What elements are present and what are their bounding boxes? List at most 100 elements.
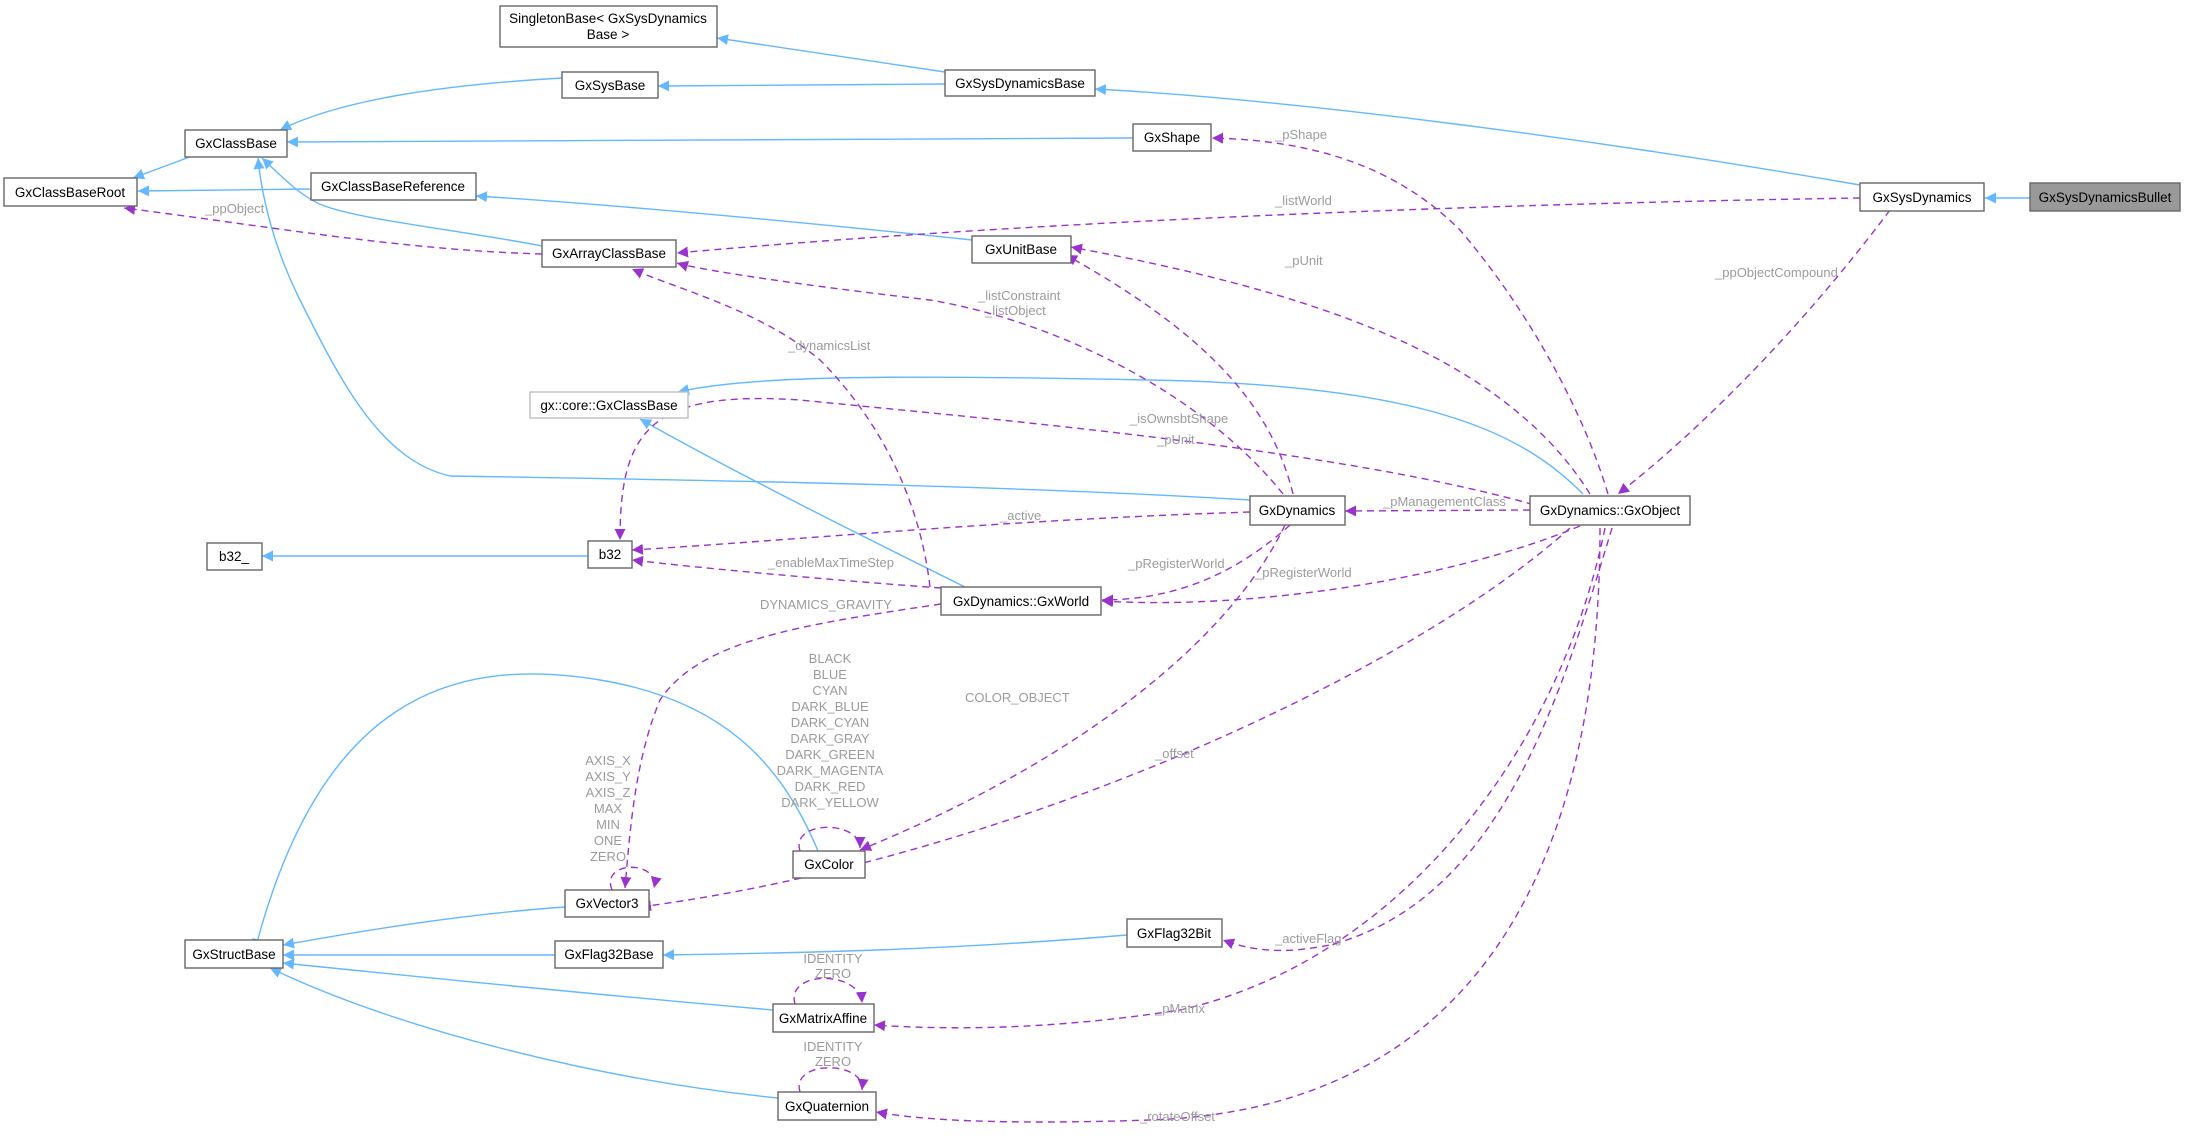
edge-offset [639, 527, 1571, 912]
node-gx-sys-dynamics-base[interactable]: GxSysDynamicsBase [944, 69, 1096, 97]
label-activeflag: _activeFlag [1274, 931, 1341, 946]
edge-listconstraint [676, 260, 1284, 495]
node-gx-dynamics-gx-world[interactable]: GxDynamics::GxWorld [940, 586, 1102, 616]
node-gx-flag32-bit[interactable]: GxFlag32Bit [1126, 918, 1223, 948]
edge-sysdynamicsbase-to-sysbase [657, 80, 946, 92]
edge-sysbase-to-classbase [279, 77, 563, 131]
edge-isownsbtshape [614, 397, 1546, 541]
svg-text:GxStructBase: GxStructBase [192, 947, 275, 962]
svg-text:GxDynamics::GxWorld: GxDynamics::GxWorld [953, 594, 1089, 609]
edge-quaternion-to-structbase [269, 967, 779, 1099]
edge-sysdynamics-to-sysdynamicsbase [1094, 84, 1861, 186]
edge-unitbase-to-classbaseref [475, 191, 973, 241]
label-pmatrix: _pMatrix [1154, 1001, 1205, 1016]
svg-text:b32_: b32_ [219, 549, 250, 564]
edge-classbase-to-root [132, 154, 196, 180]
edge-pregisterworld-1 [1101, 524, 1291, 606]
node-gx-dynamics-gx-object[interactable]: GxDynamics::GxObject [1529, 495, 1691, 526]
node-gx-sys-dynamics[interactable]: GxSysDynamics [1859, 182, 1985, 212]
svg-text:GxVector3: GxVector3 [575, 896, 638, 911]
node-gx-unit-base[interactable]: GxUnitBase [971, 235, 1072, 264]
svg-text:GxArrayClassBase: GxArrayClassBase [552, 246, 666, 261]
label-pshape: _pShape [1274, 127, 1327, 142]
label-pregisterworld-2: _pRegisterWorld [1254, 565, 1352, 580]
label-vector-const-6: ONE [594, 833, 623, 848]
label-color-const-5: DARK_CYAN [791, 715, 870, 730]
edge-color-self [798, 826, 866, 852]
svg-text:GxClassBaseRoot: GxClassBaseRoot [15, 185, 126, 200]
edge-color-object [859, 524, 1286, 851]
label-matrix-const-2: ZERO [815, 966, 851, 981]
svg-text:GxSysBase: GxSysBase [575, 78, 646, 93]
label-pregisterworld-1: _pRegisterWorld [1127, 556, 1225, 571]
edge-dynamics-to-classbase [253, 157, 1251, 501]
edge-dynamics-gravity [620, 603, 942, 889]
edge-pregisterworld-2 [1101, 525, 1581, 608]
label-punit-1: _pUnit [1284, 253, 1323, 268]
edge-enablemaxtimestep [631, 555, 942, 589]
node-gx-vector3[interactable]: GxVector3 [564, 889, 650, 918]
edge-arrayclassbase-to-classbase [261, 157, 543, 247]
svg-text:GxSysDynamicsBullet: GxSysDynamicsBullet [2039, 190, 2172, 205]
node-gx-struct-base[interactable]: GxStructBase [184, 939, 284, 969]
svg-text:GxShape: GxShape [1144, 130, 1200, 145]
node-gx-color[interactable]: GxColor [792, 850, 866, 879]
edge-ppobjectcompound [1617, 209, 1891, 495]
edge-flag32bit-to-flag32base [662, 934, 1128, 961]
edge-matrixaffine-self [793, 977, 867, 1005]
label-color-const-2: BLUE [813, 667, 847, 682]
label-color-const-7: DARK_GREEN [785, 747, 875, 762]
label-matrix-const-1: IDENTITY [803, 951, 863, 966]
label-color-const-1: BLACK [809, 651, 852, 666]
svg-text:GxDynamics: GxDynamics [1259, 503, 1336, 518]
label-vector-const-2: AXIS_Y [585, 769, 631, 784]
node-gx-sys-base[interactable]: GxSysBase [561, 71, 659, 99]
edge-ppobject [123, 203, 543, 255]
edge-punit-1 [1070, 243, 1591, 495]
edge-vector3-to-structbase [282, 906, 566, 949]
node-gx-flag32-base[interactable]: GxFlag32Base [554, 940, 664, 969]
node-b32[interactable]: b32 [587, 540, 633, 569]
label-quaternion-const-1: IDENTITY [803, 1039, 863, 1054]
label-color-object: COLOR_OBJECT [965, 690, 1070, 705]
edge-matrixaffine-to-structbase [282, 958, 774, 1011]
svg-text:GxDynamics::GxObject: GxDynamics::GxObject [1540, 503, 1681, 518]
label-isownsbtshape: _isOwnsbtShape [1129, 411, 1228, 426]
node-gx-core-class-base[interactable]: gx::core::GxClassBase [529, 391, 689, 419]
label-offset: _offset [1154, 746, 1194, 761]
label-rotateoffset: _rotateOffset [1139, 1109, 1215, 1124]
label-active: _active [999, 508, 1041, 523]
node-gx-shape[interactable]: GxShape [1132, 123, 1212, 152]
svg-text:GxSysDynamics: GxSysDynamics [1872, 190, 1971, 205]
node-singleton-base[interactable]: SingletonBase< GxSysDynamics Base > [499, 5, 718, 48]
node-gx-class-base[interactable]: GxClassBase [184, 129, 288, 158]
label-ppobject: _ppObject [204, 201, 265, 216]
node-gx-dynamics[interactable]: GxDynamics [1249, 495, 1346, 526]
edge-color-to-structbase [252, 673, 819, 951]
label-vector-const-4: MAX [594, 801, 623, 816]
svg-text:GxMatrixAffine: GxMatrixAffine [779, 1011, 867, 1026]
node-b32-underscore[interactable]: b32_ [206, 542, 263, 571]
svg-text:GxQuaternion: GxQuaternion [785, 1099, 869, 1114]
svg-text:b32: b32 [599, 547, 622, 562]
svg-text:gx::core::GxClassBase: gx::core::GxClassBase [540, 398, 677, 413]
node-gx-sys-dynamics-bullet[interactable]: GxSysDynamicsBullet [2029, 182, 2181, 212]
label-vector-const-5: MIN [596, 817, 620, 832]
svg-text:GxColor: GxColor [804, 857, 854, 872]
node-gx-array-class-base[interactable]: GxArrayClassBase [541, 239, 677, 268]
edge-pmatrix [873, 527, 1606, 1032]
edge-listworld [676, 197, 1861, 258]
label-enablemaxtimestep: _enableMaxTimeStep [767, 555, 894, 570]
label-pmanagementclass: _pManagementClass [1382, 494, 1506, 509]
edge-vector3-self [609, 866, 662, 891]
label-quaternion-const-2: ZERO [815, 1054, 851, 1069]
edge-gxobject-to-coreclassbase [677, 376, 1584, 495]
svg-text:GxClassBaseReference: GxClassBaseReference [321, 179, 465, 194]
node-gx-quaternion[interactable]: GxQuaternion [777, 1091, 877, 1121]
edge-labels: _pShape _listWorld _ppObject _pUnit _ppO… [204, 127, 1838, 1124]
node-gx-class-base-root[interactable]: GxClassBaseRoot [3, 177, 138, 207]
edge-dynamicslist [631, 268, 931, 588]
node-gx-class-base-reference[interactable]: GxClassBaseReference [310, 172, 477, 201]
node-gx-matrix-affine[interactable]: GxMatrixAffine [772, 1003, 875, 1033]
